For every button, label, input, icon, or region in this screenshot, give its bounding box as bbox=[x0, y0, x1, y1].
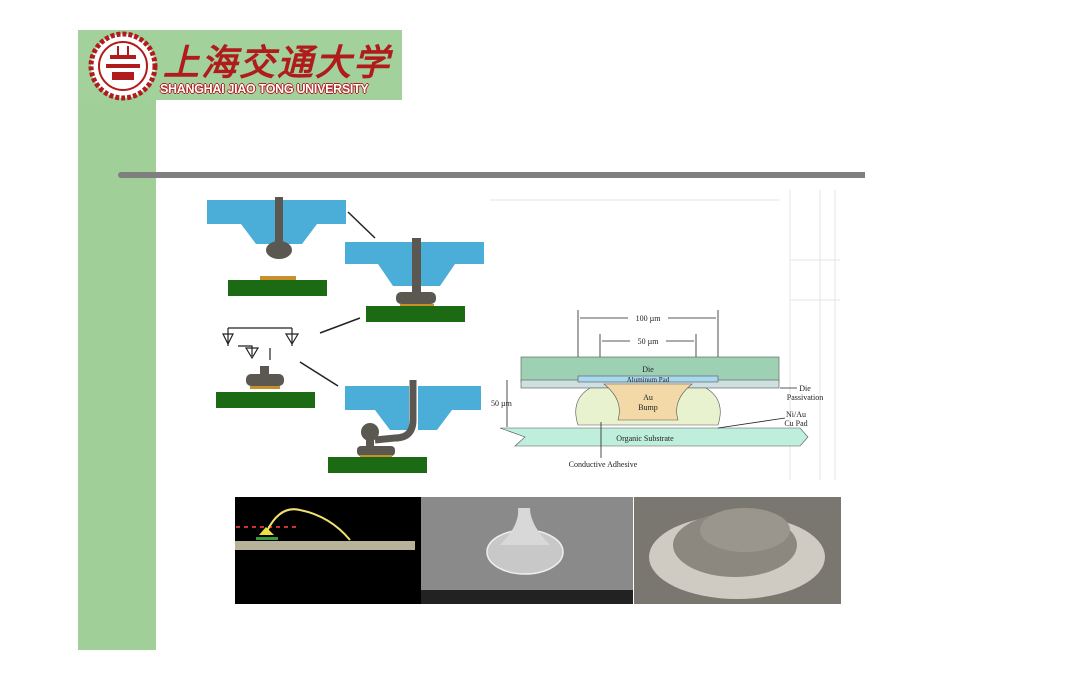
university-seal-logo bbox=[88, 31, 158, 101]
step-4-capillary bbox=[328, 380, 481, 473]
die-passivation-label-1: Die bbox=[799, 384, 811, 393]
au-label: Au bbox=[643, 393, 653, 402]
dim-outer-label: 100 µm bbox=[636, 314, 662, 323]
die-label: Die bbox=[642, 365, 654, 374]
university-name-chinese: 上海交通大学 bbox=[163, 42, 392, 84]
background-faint-image bbox=[490, 190, 840, 480]
bump-cross-section-diagram: 100 µm 50 µm 50 µm Die Aluminum Pad Au B… bbox=[491, 310, 823, 469]
dim-inner-label: 50 µm bbox=[638, 337, 660, 346]
aluminum-pad bbox=[577, 375, 719, 383]
title-divider bbox=[118, 172, 865, 178]
stud-bump-process-diagram bbox=[207, 197, 484, 473]
wire-bond-schematic-photo bbox=[235, 497, 421, 604]
sem-bump-closeup-photo bbox=[634, 497, 841, 604]
sem-stud-bump-photo bbox=[421, 497, 633, 604]
organic-substrate bbox=[499, 427, 809, 447]
ni-au-label: Ni/Au bbox=[786, 410, 806, 419]
process-arrows bbox=[299, 211, 376, 387]
step-3-wire-cut bbox=[216, 327, 315, 408]
cu-pad-label: Cu Pad bbox=[784, 419, 807, 428]
bump-label: Bump bbox=[638, 403, 658, 412]
die-passivation-label-2: Passivation bbox=[787, 393, 823, 402]
step-1-capillary bbox=[207, 197, 346, 296]
dim-height-label: 50 µm bbox=[491, 399, 513, 408]
university-name-english: SHANGHAI JIAO TONG UNIVERSITY bbox=[160, 82, 369, 96]
au-bump bbox=[603, 383, 693, 421]
conductive-adhesive-label: Conductive Adhesive bbox=[569, 460, 638, 469]
sidebar-band bbox=[78, 30, 156, 650]
organic-substrate-label: Organic Substrate bbox=[616, 434, 674, 443]
aluminum-pad-label: Aluminum Pad bbox=[627, 376, 670, 384]
step-2-capillary bbox=[345, 238, 484, 322]
